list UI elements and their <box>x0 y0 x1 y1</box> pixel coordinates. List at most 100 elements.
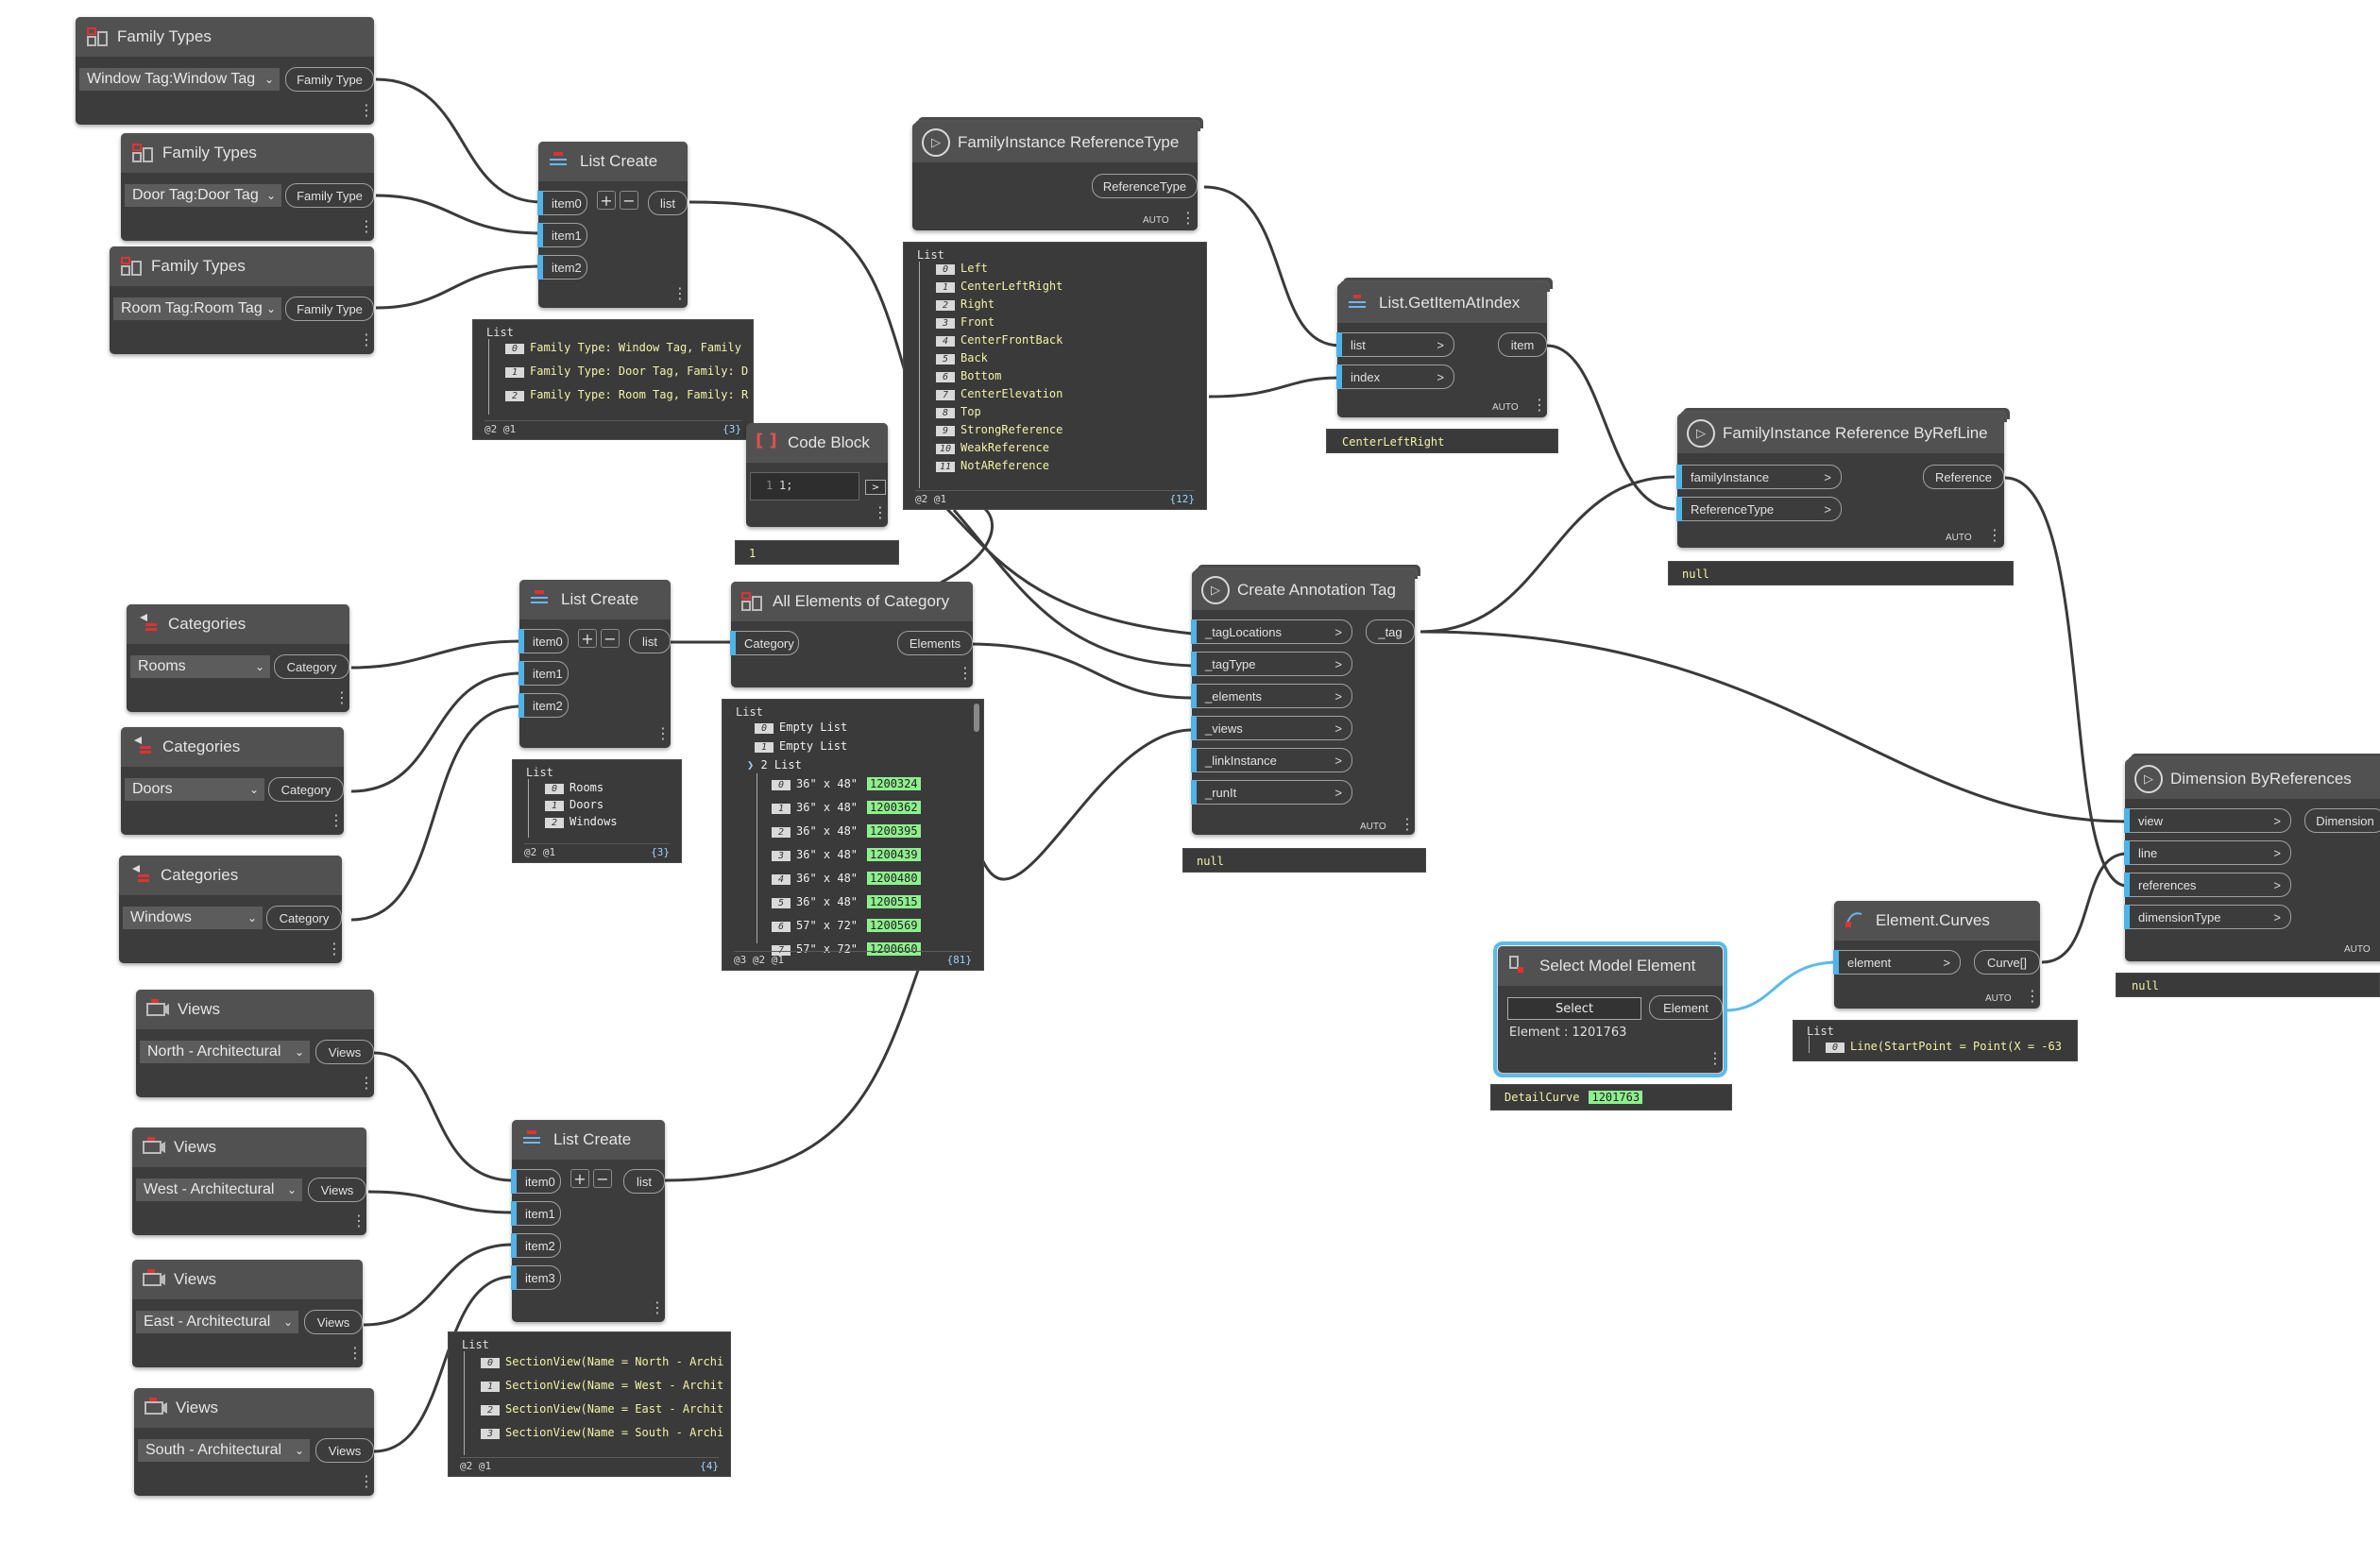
node-menu-icon[interactable]: ⋮ <box>672 284 688 302</box>
node-menu-icon[interactable]: ⋮ <box>1181 209 1196 227</box>
family-type-dropdown[interactable]: Door Tag:Door Tag⌄ <box>125 184 281 207</box>
family-types-node-room[interactable]: Family Types Room Tag:Room Tag⌄ Family T… <box>110 246 374 354</box>
views-node-south[interactable]: Views South - Architectural⌄ Views ⋮ <box>134 1388 374 1496</box>
node-menu-icon[interactable]: ⋮ <box>1532 396 1547 414</box>
element-input-port[interactable]: element> <box>1833 950 1961 975</box>
categories-node-doors[interactable]: Categories Doors⌄ Category ⋮ <box>121 727 344 835</box>
dimension-by-references-node[interactable]: ▷Dimension ByReferences view>line>refere… <box>2124 754 2380 961</box>
element-output-port[interactable]: Element <box>1649 995 1723 1020</box>
node-menu-icon[interactable]: ⋮ <box>873 503 888 521</box>
reference-by-ref-line-node[interactable]: ▷FamilyInstance Reference ByRefLine fami… <box>1676 408 2010 548</box>
add-input-button[interactable]: + <box>578 629 597 648</box>
family-type-dropdown[interactable]: Room Tag:Room Tag⌄ <box>113 297 281 320</box>
item2-input-port[interactable]: item2 <box>518 693 569 718</box>
get-item-at-index-node[interactable]: List.GetItemAtIndex list> index> item AU… <box>1336 278 1553 417</box>
node-menu-icon[interactable]: ⋮ <box>348 1344 363 1362</box>
item1-input-port[interactable]: item1 <box>518 661 569 686</box>
list-create-node-2[interactable]: List Create item0 item1 item2 + − list ⋮ <box>518 580 671 748</box>
list-output-port[interactable]: list <box>648 191 688 215</box>
reference-type-node[interactable]: ▷FamilyInstance ReferenceType ReferenceT… <box>912 117 1203 230</box>
linkinstance-input-port[interactable]: _linkInstance> <box>1191 748 1352 772</box>
node-menu-icon[interactable]: ⋮ <box>359 1472 374 1490</box>
node-menu-icon[interactable]: ⋮ <box>2025 987 2040 1005</box>
view-dropdown[interactable]: South - Architectural⌄ <box>138 1439 310 1462</box>
node-menu-icon[interactable]: ⋮ <box>359 217 374 235</box>
family-type-output-port[interactable]: Family Type <box>285 67 374 92</box>
categories-node-windows[interactable]: Categories Windows⌄ Category ⋮ <box>119 856 342 963</box>
family-instance-input-port[interactable]: familyInstance> <box>1676 465 1842 489</box>
node-menu-icon[interactable]: ⋮ <box>329 811 344 829</box>
select-model-element-node[interactable]: Select Model Element Select Element Elem… <box>1493 941 1727 1077</box>
view-dropdown[interactable]: West - Architectural⌄ <box>136 1178 302 1201</box>
reference-output-port[interactable]: Reference <box>1923 465 2004 489</box>
references-input-port[interactable]: references> <box>2124 873 2291 897</box>
category-output-port[interactable]: Category <box>266 906 342 930</box>
node-menu-icon[interactable]: ⋮ <box>351 1212 366 1229</box>
category-dropdown[interactable]: Rooms⌄ <box>130 655 270 678</box>
expand-chevron-icon[interactable]: ❯ <box>747 758 755 772</box>
node-menu-icon[interactable]: ⋮ <box>359 101 374 119</box>
family-types-node-window[interactable]: Family Types Window Tag:Window Tag⌄ Fami… <box>76 17 374 125</box>
list-output-port[interactable]: list <box>629 629 671 653</box>
view-dropdown[interactable]: East - Architectural⌄ <box>136 1311 298 1333</box>
node-menu-icon[interactable]: ⋮ <box>327 940 342 958</box>
curves-output-port[interactable]: Curve[] <box>1974 950 2040 975</box>
item0-input-port[interactable]: item0 <box>537 191 587 215</box>
dimension-output-port[interactable]: Dimension <box>2304 808 2380 833</box>
remove-input-button[interactable]: − <box>601 629 620 648</box>
list-create-node-3[interactable]: List Create item0 item1 item2 item3 + − … <box>511 1120 665 1322</box>
family-type-output-port[interactable]: Family Type <box>285 297 374 321</box>
code-output-port[interactable]: > <box>865 480 886 495</box>
item2-input-port[interactable]: item2 <box>511 1233 561 1258</box>
elements-output-port[interactable]: Elements <box>897 631 973 655</box>
views-output-port[interactable]: Views <box>315 1438 374 1463</box>
tagtype-input-port[interactable]: _tagType> <box>1191 652 1352 676</box>
node-menu-icon[interactable]: ⋮ <box>958 664 973 682</box>
node-menu-icon[interactable]: ⋮ <box>650 1298 665 1316</box>
runit-input-port[interactable]: _runIt> <box>1191 780 1352 805</box>
tag-output-port[interactable]: _tag <box>1366 619 1415 644</box>
views-output-port[interactable]: Views <box>315 1040 374 1064</box>
category-dropdown[interactable]: Windows⌄ <box>123 907 263 929</box>
remove-input-button[interactable]: − <box>620 191 638 210</box>
select-button[interactable]: Select <box>1507 997 1641 1020</box>
item0-input-port[interactable]: item0 <box>518 629 569 653</box>
view-input-port[interactable]: view> <box>2124 808 2291 833</box>
node-menu-icon[interactable]: ⋮ <box>334 688 349 706</box>
node-menu-icon[interactable]: ⋮ <box>1400 815 1415 833</box>
taglocations-input-port[interactable]: _tagLocations> <box>1191 619 1352 644</box>
list-output-port[interactable]: list <box>623 1169 665 1194</box>
categories-node-rooms[interactable]: Categories Rooms⌄ Category ⋮ <box>127 604 349 712</box>
node-menu-icon[interactable]: ⋮ <box>1708 1049 1723 1067</box>
item0-input-port[interactable]: item0 <box>511 1169 561 1194</box>
create-annotation-tag-node[interactable]: ▷Create Annotation Tag _tagLocations>_ta… <box>1191 565 1420 835</box>
dimensiontype-input-port[interactable]: dimensionType> <box>2124 905 2291 929</box>
add-input-button[interactable]: + <box>570 1169 589 1188</box>
views-output-port[interactable]: Views <box>304 1310 363 1334</box>
item1-input-port[interactable]: item1 <box>537 223 587 247</box>
node-menu-icon[interactable]: ⋮ <box>1987 526 2002 544</box>
category-output-port[interactable]: Category <box>268 777 344 802</box>
views-output-port[interactable]: Views <box>308 1178 366 1202</box>
node-menu-icon[interactable]: ⋮ <box>359 1074 374 1092</box>
family-type-output-port[interactable]: Family Type <box>285 183 374 208</box>
views-input-port[interactable]: _views> <box>1191 716 1352 740</box>
item3-input-port[interactable]: item3 <box>511 1265 561 1290</box>
list-create-node-1[interactable]: List Create item0 item1 item2 + − list ⋮ <box>537 142 688 308</box>
item1-input-port[interactable]: item1 <box>511 1201 561 1226</box>
family-type-dropdown[interactable]: Window Tag:Window Tag⌄ <box>79 68 280 91</box>
preview-scrollbar[interactable] <box>974 704 979 732</box>
category-dropdown[interactable]: Doors⌄ <box>125 778 264 801</box>
category-input-port[interactable]: Category <box>730 631 799 655</box>
add-input-button[interactable]: + <box>597 191 616 210</box>
all-elements-of-category-node[interactable]: All Elements of Category Category Elemen… <box>730 582 973 687</box>
family-types-node-door[interactable]: Family Types Door Tag:Door Tag⌄ Family T… <box>121 133 374 241</box>
view-dropdown[interactable]: North - Architectural⌄ <box>140 1041 310 1063</box>
views-node-west[interactable]: Views West - Architectural⌄ Views ⋮ <box>132 1128 366 1235</box>
index-input-port[interactable]: index> <box>1336 365 1454 389</box>
node-menu-icon[interactable]: ⋮ <box>655 724 671 742</box>
views-node-north[interactable]: Views North - Architectural⌄ Views ⋮ <box>136 990 374 1097</box>
line-input-port[interactable]: line> <box>2124 840 2291 865</box>
